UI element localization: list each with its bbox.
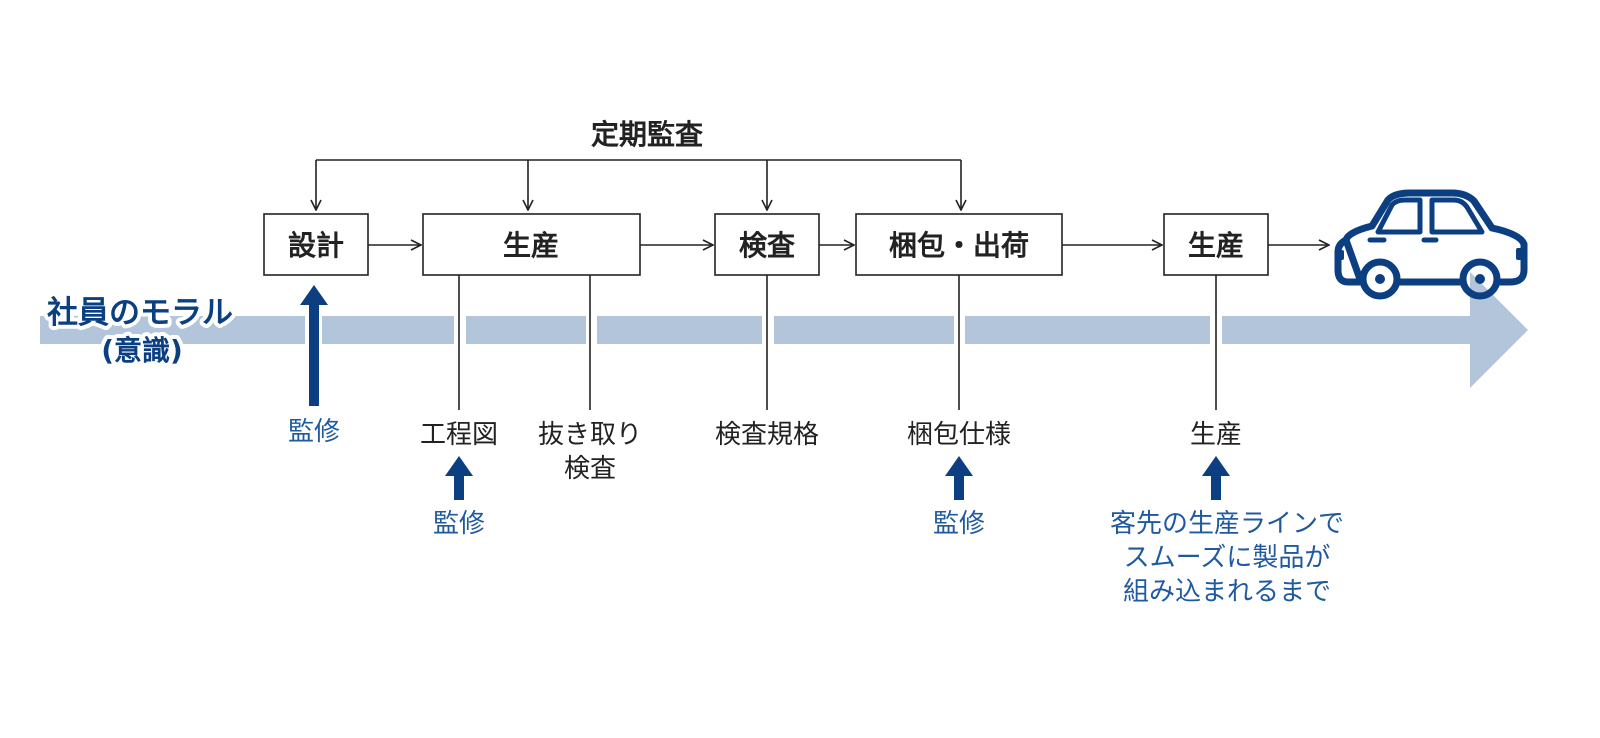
stage-customer-production: 生産 [1163,213,1269,276]
stage-label: 設計 [288,229,344,262]
stage-label: 梱包・出荷 [889,229,1029,262]
car-icon [1334,189,1528,300]
customer-note-line3: 組み込まれるまで [1123,577,1331,607]
packing-supervision-label: 監修 [933,509,985,539]
stage-production: 生産 [422,213,641,276]
stage-label: 検査 [739,229,795,262]
connector-lines [458,275,1217,410]
stage-inspection: 検査 [714,213,820,276]
customer-note-line2: スムーズに製品が [1124,543,1331,573]
stage-label: 生産 [503,229,559,262]
supervision-arrows [300,285,1230,500]
sampling-inspection-line1: 抜き取り [538,420,642,450]
sampling-inspection-line2: 検査 [564,454,616,484]
car-wheel-hubs [1336,248,1526,284]
morale-label-line1: 社員のモラル [47,295,233,331]
customer-production-label: 生産 [1190,420,1242,450]
stage-packing-shipping: 梱包・出荷 [855,213,1063,276]
inspection-standard-label: 検査規格 [715,420,819,450]
timeline-band [40,272,1528,388]
process-supervision-label: 監修 [433,509,485,539]
packing-spec-label: 梱包仕様 [907,420,1011,450]
design-supervision-label: 監修 [288,417,340,447]
stage-label: 生産 [1188,229,1244,262]
audit-bracket [316,159,961,210]
page-title: 定期監査 [591,118,703,151]
morale-label-line2: (意識) [101,334,183,367]
timeline-arrowhead [1470,272,1528,388]
customer-note-line1: 客先の生産ラインで [1110,509,1344,539]
stage-design: 設計 [263,213,369,276]
process-chart-label: 工程図 [420,420,498,450]
